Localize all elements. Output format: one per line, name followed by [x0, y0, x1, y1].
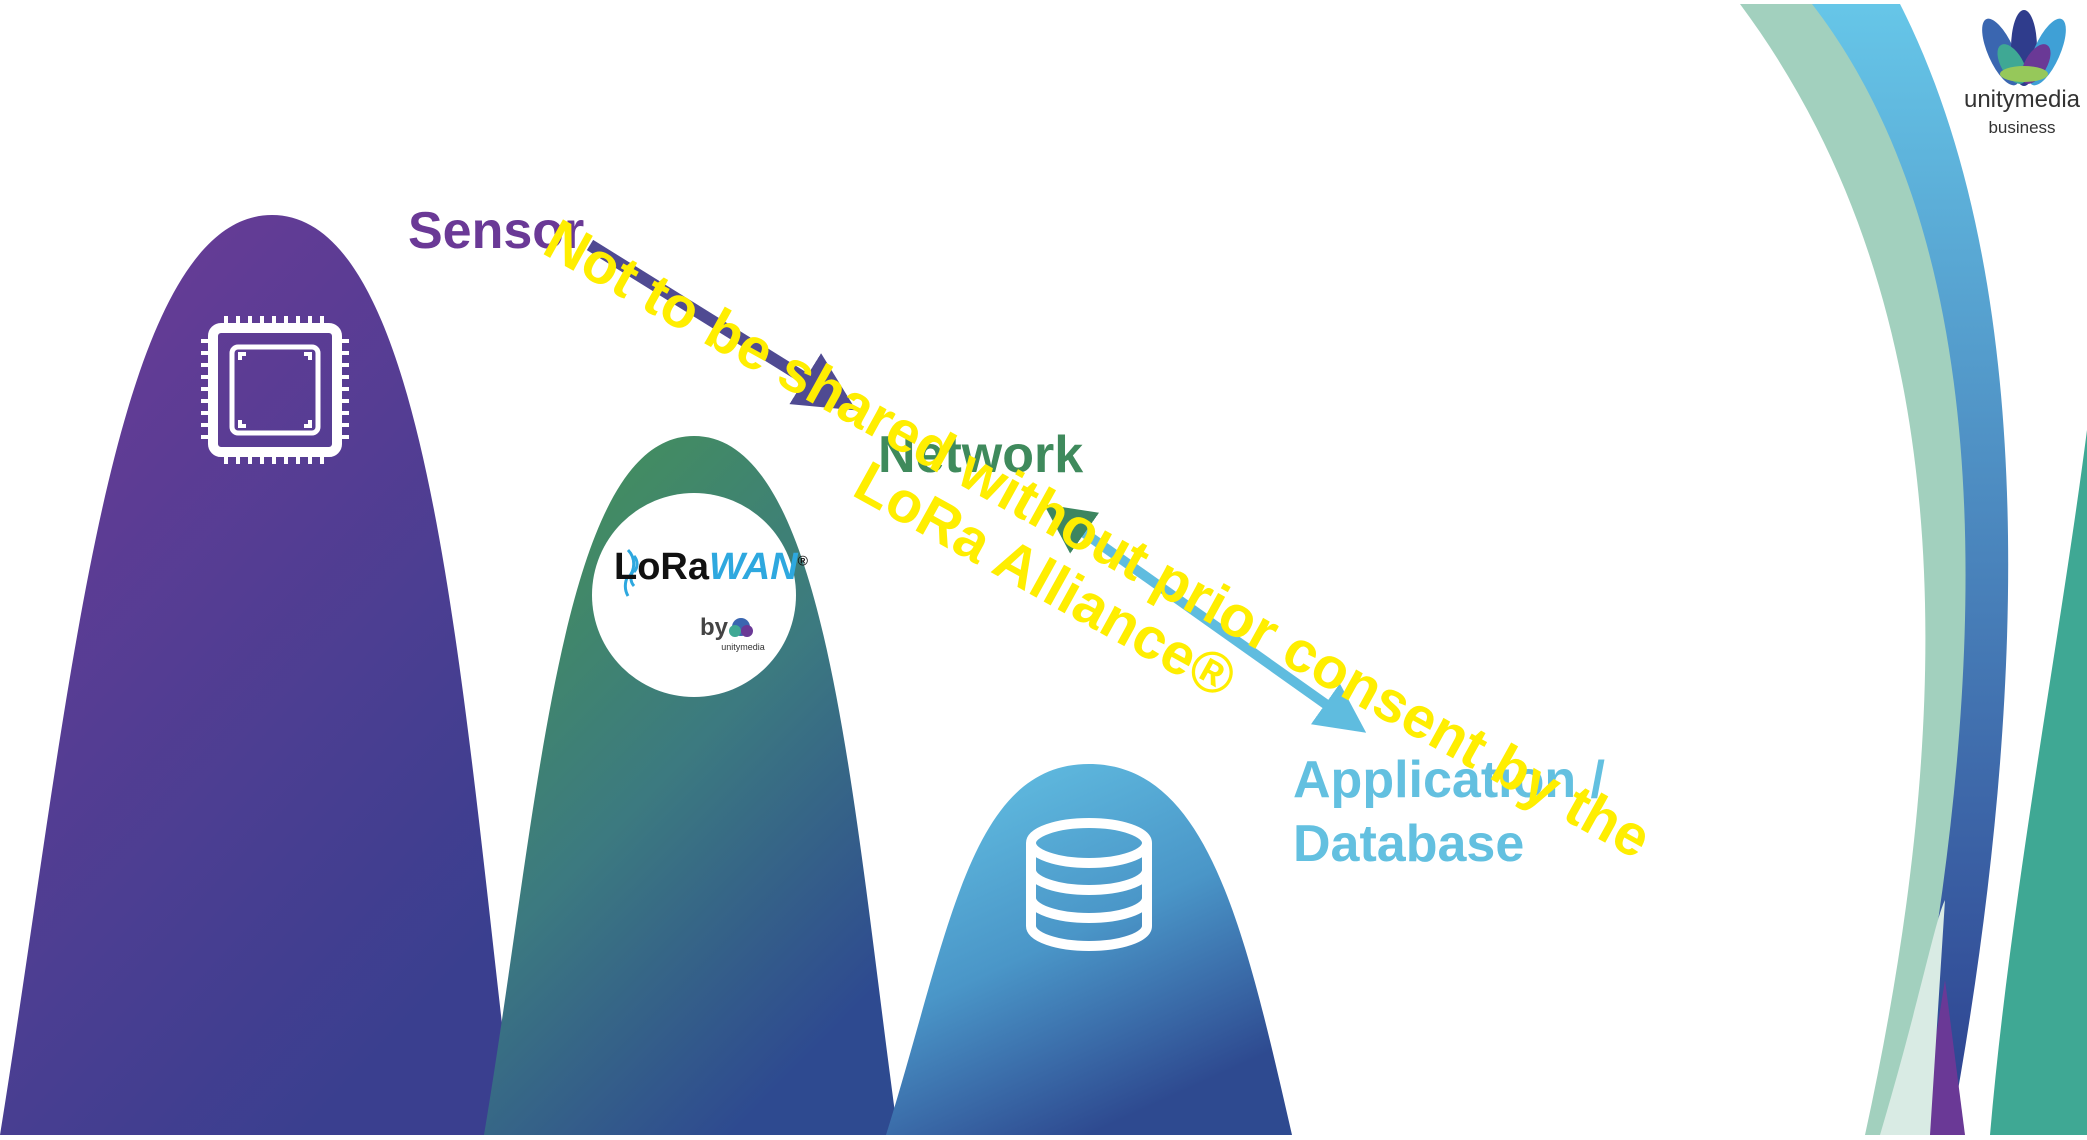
- network-label: Network: [878, 426, 1084, 484]
- lorawan-registered-mark: ®: [797, 552, 808, 569]
- sensor-hill: [0, 215, 515, 1135]
- network-to-application-arrow: [1043, 504, 1367, 733]
- lorawan-wordmark: LoRaWAN®: [614, 546, 808, 589]
- wifi-icon: [623, 548, 639, 597]
- brand-name: unitymedia: [1963, 86, 2081, 113]
- corner-swoosh-decoration: [1740, 4, 2087, 1135]
- brand-subtitle: business: [1988, 118, 2056, 137]
- brand-block: unitymedia business: [1960, 86, 2084, 138]
- database-label: Database: [1293, 815, 1525, 873]
- application-label: Application /: [1293, 751, 1605, 809]
- sensor-label: Sensor: [408, 202, 585, 260]
- lorawan-badge: [592, 493, 796, 697]
- lorawan-wan-text: WAN: [709, 546, 798, 588]
- unitymedia-logo: [1982, 10, 2066, 86]
- chip-icon: [201, 316, 349, 464]
- lorawan-by-text: by: [700, 614, 729, 641]
- sensor-to-network-arrow: [586, 239, 857, 411]
- lorawan-mini-brand: unitymedia: [721, 642, 765, 652]
- database-icon: [1026, 818, 1152, 951]
- lorawan-lora-text: LoRa: [614, 546, 709, 588]
- application-database-label: Application / Database: [1293, 748, 1605, 876]
- unitymedia-mini-logo: [729, 618, 753, 637]
